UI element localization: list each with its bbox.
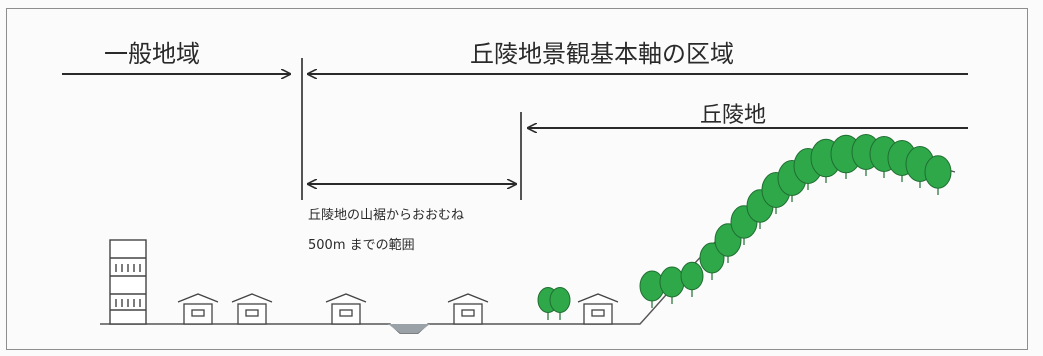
houses-group [177,293,619,325]
apartment-building-icon [109,239,147,325]
hill-axis-area-label: 丘陵地景観基本軸の区域 [470,40,734,68]
ground-profile-line [100,159,956,334]
house-icon [231,293,273,325]
range-note-line2: 500m までの範囲 [308,238,415,253]
general-area-label: 一般地域 [104,40,200,68]
tree-icon [924,155,952,195]
house-icon [325,293,367,325]
house-icon [177,293,219,325]
tree-icon [659,266,685,304]
diagram-frame [6,8,1028,350]
hills-label: 丘陵地 [700,103,766,128]
tree-icon [680,261,704,297]
tree-icon [549,287,571,320]
trees-group [537,134,952,320]
house-icon [577,293,619,325]
house-icon [447,293,489,325]
range-note-line1: 丘陵地の山裾からおおむね [308,208,464,223]
water-channel [388,324,430,333]
